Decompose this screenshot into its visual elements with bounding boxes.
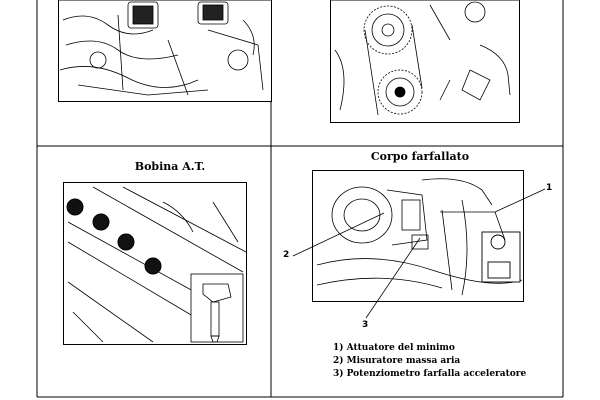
legend-item-2: 2) Misuratore massa aria [333,356,461,366]
callout-2: 2 [283,250,290,260]
timing-belt-illustration-top-right [330,0,520,123]
throttle-body-title: Corpo farfallato [370,150,470,163]
throttle-body-illustration [312,170,524,302]
ignition-coil-illustration [63,182,247,345]
callout-1: 1 [546,183,553,193]
engine-illustration-top-left [58,0,272,102]
legend-item-1: 1) Attuatore del minimo [333,343,455,353]
ignition-coil-title: Bobina A.T. [134,160,206,173]
legend-item-3: 3) Potenziometro farfalla acceleratore [333,369,527,379]
throttle-body-legend: 1) Attuatore del minimo 2) Misuratore ma… [333,342,526,381]
callout-3: 3 [362,320,369,330]
